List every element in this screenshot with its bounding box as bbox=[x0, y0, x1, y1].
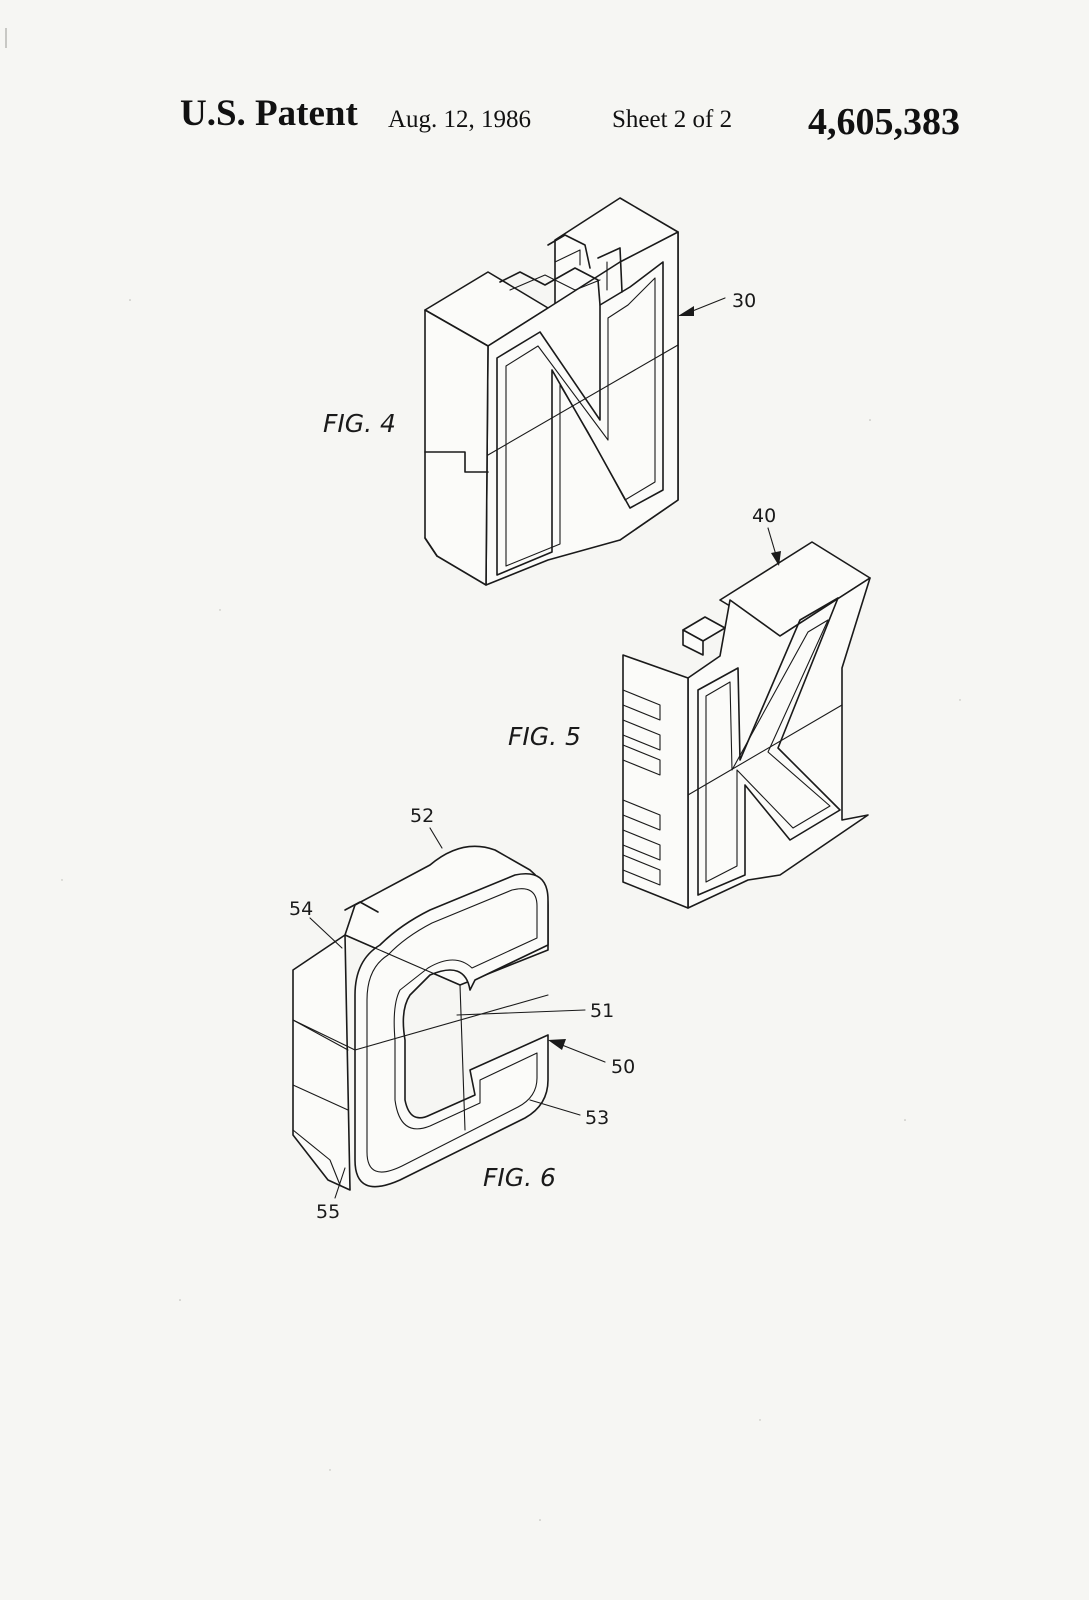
fig4-caption: FIG. 4 bbox=[323, 409, 396, 438]
patent-date: Aug. 12, 1986 bbox=[388, 106, 532, 133]
fig4-letter-n-block bbox=[424, 197, 679, 586]
sheet-number: Sheet 2 of 2 bbox=[612, 106, 733, 133]
patent-number: 4,605,383 bbox=[808, 101, 960, 143]
ref-numeral-52: 52 bbox=[410, 805, 434, 827]
ref-numeral-40: 40 bbox=[752, 505, 776, 527]
ref-numeral-51: 51 bbox=[590, 1000, 614, 1022]
ref-numeral-55: 55 bbox=[316, 1201, 340, 1223]
fig6-callouts: 52 54 51 50 53 55 bbox=[289, 805, 635, 1223]
patent-title: U.S. Patent bbox=[180, 93, 358, 134]
paper-specks bbox=[61, 299, 961, 1521]
ref-numeral-53: 53 bbox=[585, 1107, 609, 1129]
fig6-caption: FIG. 6 bbox=[483, 1163, 556, 1192]
fig4-callout-30: 30 bbox=[678, 290, 756, 316]
fig5-letter-k-block bbox=[622, 541, 871, 909]
fig6-letter-c-block bbox=[292, 845, 549, 1191]
ref-numeral-30: 30 bbox=[732, 290, 756, 312]
ref-numeral-50: 50 bbox=[611, 1056, 635, 1078]
fig5-callout-40: 40 bbox=[752, 505, 781, 566]
fig5-caption: FIG. 5 bbox=[508, 722, 581, 751]
ref-numeral-54: 54 bbox=[289, 898, 313, 920]
